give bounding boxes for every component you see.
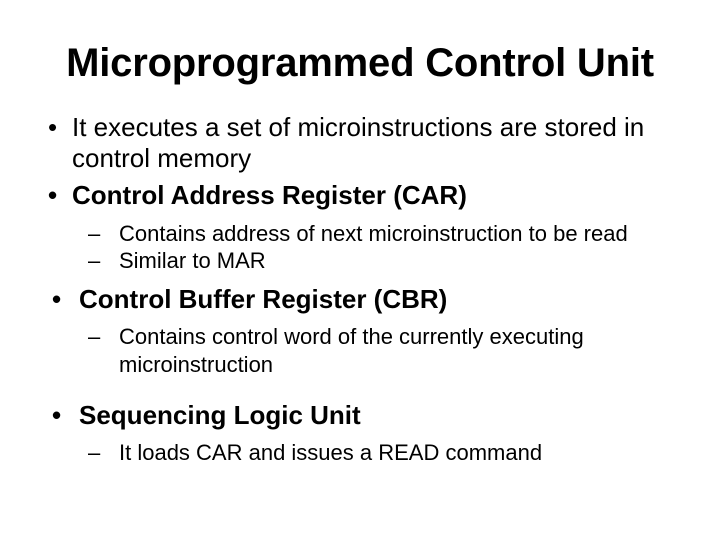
sub-bullet-group: – Contains control word of the currently…	[42, 323, 690, 378]
bullet-marker-icon: •	[52, 284, 62, 315]
sub-bullet-group: – It loads CAR and issues a READ command	[42, 439, 690, 466]
bullet-text: Control Buffer Register (CBR)	[79, 284, 448, 315]
dash-marker-icon: –	[88, 247, 101, 273]
sub-bullet-text: Similar to MAR	[119, 247, 266, 273]
sub-bullet-text: Contains address of next microinstructio…	[119, 220, 628, 246]
bullet-text: It executes a set of microinstructions a…	[72, 112, 645, 174]
bullet-item: • It executes a set of microinstructions…	[42, 112, 690, 174]
bullet-text: Control Address Register (CAR)	[72, 180, 467, 211]
sub-bullet-item: – Similar to MAR	[88, 247, 690, 274]
sub-bullet-text: It loads CAR and issues a READ command	[119, 440, 543, 465]
sub-bullet-item: – It loads CAR and issues a READ command	[88, 439, 690, 466]
page-title: Microprogrammed Control Unit	[66, 41, 654, 85]
sub-bullet-text: Contains control word of the currently e…	[119, 324, 584, 377]
bullet-item: • Control Buffer Register (CBR)	[46, 284, 690, 315]
dash-marker-icon: –	[88, 220, 101, 246]
bullet-item: • Control Address Register (CAR)	[42, 180, 690, 211]
slide-body: • It executes a set of microinstructions…	[42, 112, 690, 476]
bullet-item: • Sequencing Logic Unit	[46, 400, 690, 431]
sub-bullet-item: – Contains address of next microinstruct…	[88, 220, 690, 247]
bullet-marker-icon: •	[52, 399, 62, 430]
dash-marker-icon: –	[88, 324, 101, 350]
bullet-marker-icon: •	[48, 112, 58, 142]
dash-marker-icon: –	[88, 440, 101, 465]
sub-bullet-item: – Contains control word of the currently…	[88, 323, 690, 378]
sub-bullet-group: – Contains address of next microinstruct…	[42, 220, 690, 275]
bullet-marker-icon: •	[48, 180, 58, 211]
spacer	[42, 388, 690, 394]
bullet-text: Sequencing Logic Unit	[79, 399, 361, 430]
